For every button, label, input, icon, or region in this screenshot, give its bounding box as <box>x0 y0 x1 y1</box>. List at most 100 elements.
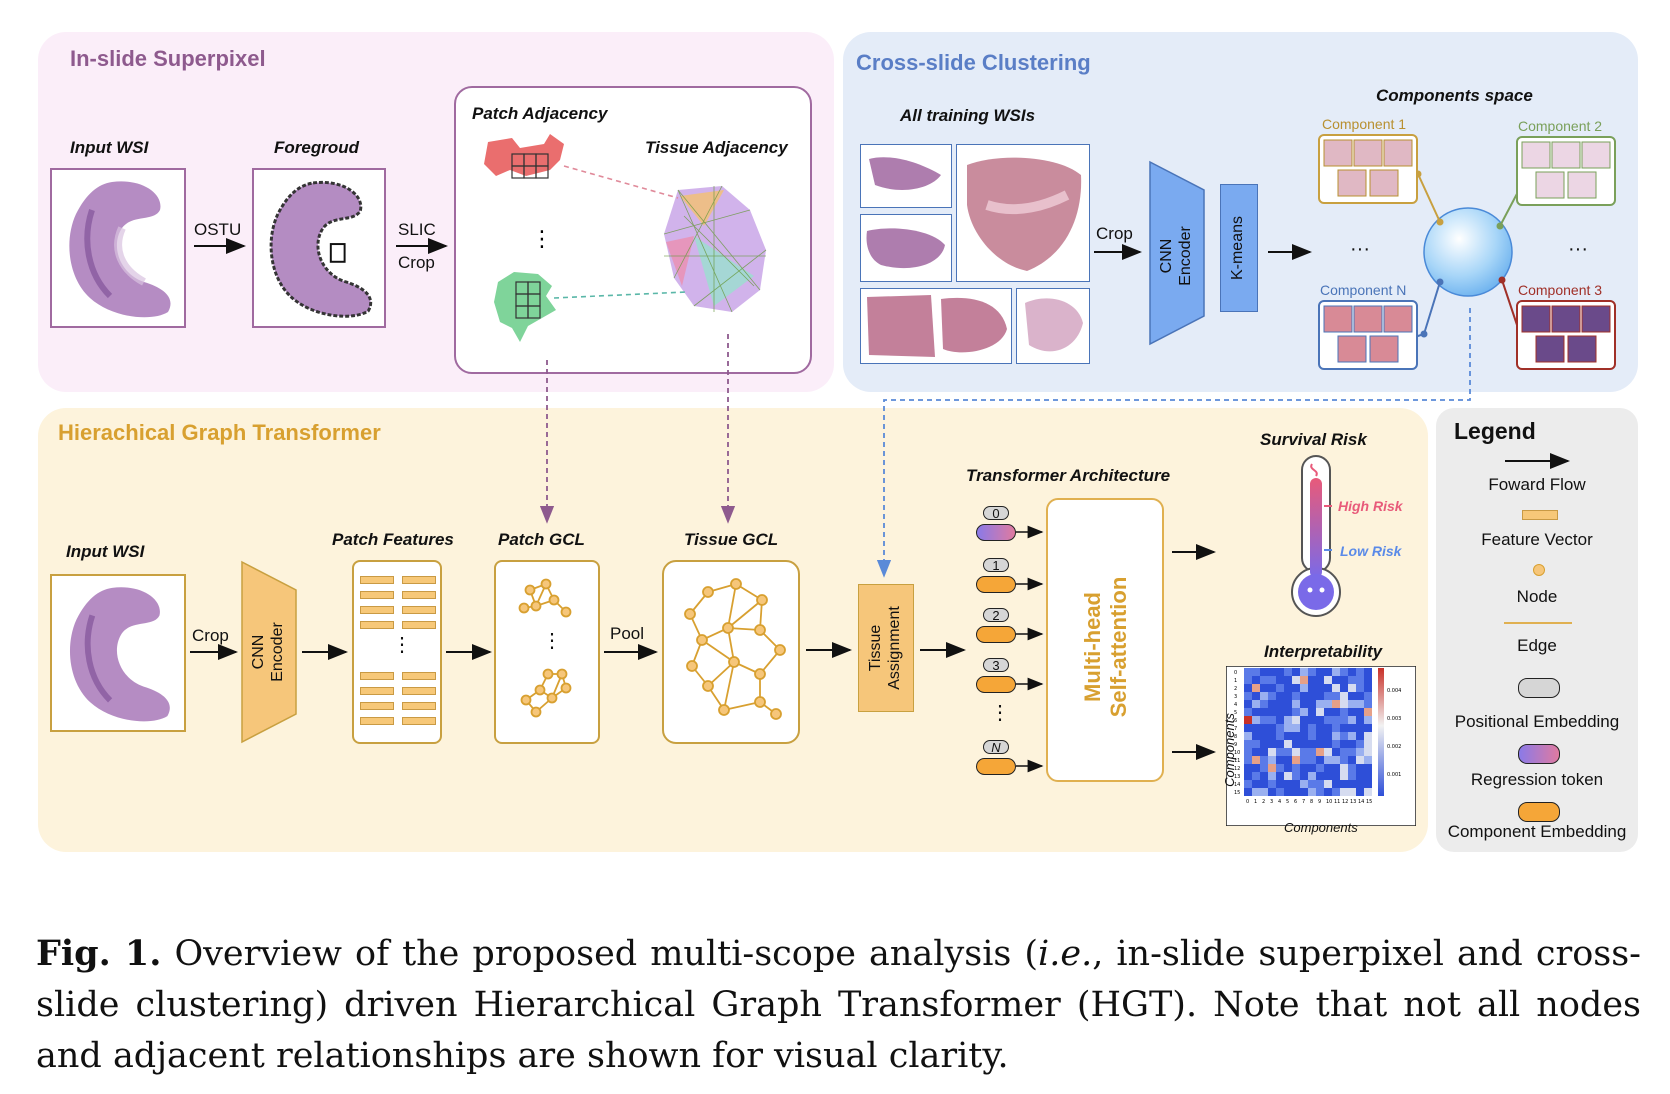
component-1-label: Component 1 <box>1322 116 1407 132</box>
component-embedding-n <box>976 758 1016 775</box>
feature-vector <box>360 591 394 599</box>
feature-vector <box>360 606 394 614</box>
heatmap-cell <box>1308 724 1316 732</box>
component-2-label: Component 2 <box>1518 118 1603 134</box>
heatmap-cell <box>1260 740 1268 748</box>
heatmap-cell <box>1276 668 1284 676</box>
cluster-cnn-encoder-label: CNN Encoder <box>1157 196 1197 316</box>
heatmap-cell <box>1340 716 1348 724</box>
heatmap-cell <box>1252 772 1260 780</box>
heatmap-cell <box>1324 700 1332 708</box>
kmeans-block <box>1220 184 1258 312</box>
heatmap-cell <box>1260 716 1268 724</box>
heatmap-cell <box>1316 668 1324 676</box>
caption-text-a: Overview of the proposed multi-scope ana… <box>161 934 1039 974</box>
heatmap-cell <box>1348 708 1356 716</box>
heatmap-cell <box>1252 748 1260 756</box>
tissue-adjacency-label: Tissue Adjacency <box>645 138 788 157</box>
heatmap-cell <box>1292 756 1300 764</box>
heatmap-cell <box>1260 700 1268 708</box>
heatmap-cell <box>1340 748 1348 756</box>
heatmap-cell <box>1316 772 1324 780</box>
feature-vector <box>360 672 394 680</box>
heatmap-cell <box>1364 780 1372 788</box>
caption-text-b: , in-slide superpixel and cross-slide cl… <box>36 934 1642 1076</box>
hgt-cnn-encoder-label: CNN Encoder <box>249 592 289 712</box>
heatmap-cell <box>1356 740 1364 748</box>
heatmap-cell <box>1260 732 1268 740</box>
heatmap-cell <box>1244 740 1252 748</box>
heatmap-cell <box>1324 756 1332 764</box>
component-2-box <box>1516 136 1616 206</box>
heatmap-cell <box>1308 732 1316 740</box>
heatmap-cell <box>1268 676 1276 684</box>
heatmap-cell <box>1364 684 1372 692</box>
heatmap-cell <box>1348 716 1356 724</box>
heatmap-y-tick: 10 <box>1234 750 1240 756</box>
feature-vector <box>402 672 436 680</box>
heatmap-cell <box>1332 788 1340 796</box>
heatmap-cell <box>1260 692 1268 700</box>
heatmap-x-tick: 0 <box>1246 799 1249 805</box>
heatmap-cell <box>1316 708 1324 716</box>
colorbar-tick-label: 0.001 <box>1387 772 1401 778</box>
positional-embedding-3: 3 <box>983 658 1009 672</box>
heatmap-cell <box>1324 780 1332 788</box>
heatmap-cell <box>1284 764 1292 772</box>
heatmap-y-tick: 14 <box>1234 782 1240 788</box>
legend-regression-token: Regression token <box>1470 770 1604 789</box>
feature-vector <box>360 621 394 629</box>
heatmap-y-tick: 5 <box>1234 710 1237 716</box>
heatmap-cell <box>1260 780 1268 788</box>
heatmap-cell <box>1268 684 1276 692</box>
legend-component-embedding: Component Embedding <box>1447 822 1627 841</box>
heatmap-cell <box>1308 692 1316 700</box>
tissue-gcl-graph <box>684 578 786 720</box>
heatmap-y-tick: 8 <box>1234 734 1237 740</box>
heatmap-cell <box>1244 676 1252 684</box>
heatmap-cell <box>1324 732 1332 740</box>
heatmap-cell <box>1252 692 1260 700</box>
heatmap-cell <box>1332 668 1340 676</box>
heatmap-cell <box>1332 724 1340 732</box>
heatmap-cell <box>1364 724 1372 732</box>
heatmap-cell <box>1260 772 1268 780</box>
heatmap-y-tick: 13 <box>1234 774 1240 780</box>
token-vdots: ⋮ <box>990 702 1010 724</box>
heatmap-cell <box>1324 764 1332 772</box>
heatmap-cell <box>1284 716 1292 724</box>
cluster-crop-label: Crop <box>1096 224 1133 243</box>
heatmap-cell <box>1308 700 1316 708</box>
heatmap-cell <box>1300 756 1308 764</box>
patch-gcl-label: Patch GCL <box>498 530 585 549</box>
cluster-title: Cross-slide Clustering <box>856 50 1091 75</box>
heatmap-cell <box>1268 716 1276 724</box>
legend-regression-swatch <box>1518 744 1560 764</box>
feature-vector <box>402 687 436 695</box>
heatmap-cell <box>1244 684 1252 692</box>
input-wsi-label: Input WSI <box>70 138 149 157</box>
heatmap-cell <box>1332 756 1340 764</box>
component-embedding-2 <box>976 626 1016 643</box>
heatmap-cell <box>1340 700 1348 708</box>
legend-node: Node <box>1516 587 1558 606</box>
heatmap-cell <box>1292 740 1300 748</box>
heatmap-cell <box>1356 748 1364 756</box>
heatmap-cell <box>1244 716 1252 724</box>
heatmap-cell <box>1276 676 1284 684</box>
heatmap-cell <box>1356 708 1364 716</box>
heatmap-cell <box>1292 788 1300 796</box>
heatmap-cell <box>1340 732 1348 740</box>
feature-vector <box>360 576 394 584</box>
heatmap-x-tick: 7 <box>1302 799 1305 805</box>
heatmap-x-tick: 2 <box>1262 799 1265 805</box>
heatmap-cell <box>1348 692 1356 700</box>
heatmap-y-tick: 0 <box>1234 670 1237 676</box>
heatmap-cell <box>1252 756 1260 764</box>
heatmap-cell <box>1244 724 1252 732</box>
heatmap-cell <box>1308 668 1316 676</box>
heatmap-cell <box>1348 668 1356 676</box>
wsi-thumb-2 <box>956 144 1090 282</box>
heatmap-cell <box>1292 700 1300 708</box>
component-embedding-1 <box>976 576 1016 593</box>
